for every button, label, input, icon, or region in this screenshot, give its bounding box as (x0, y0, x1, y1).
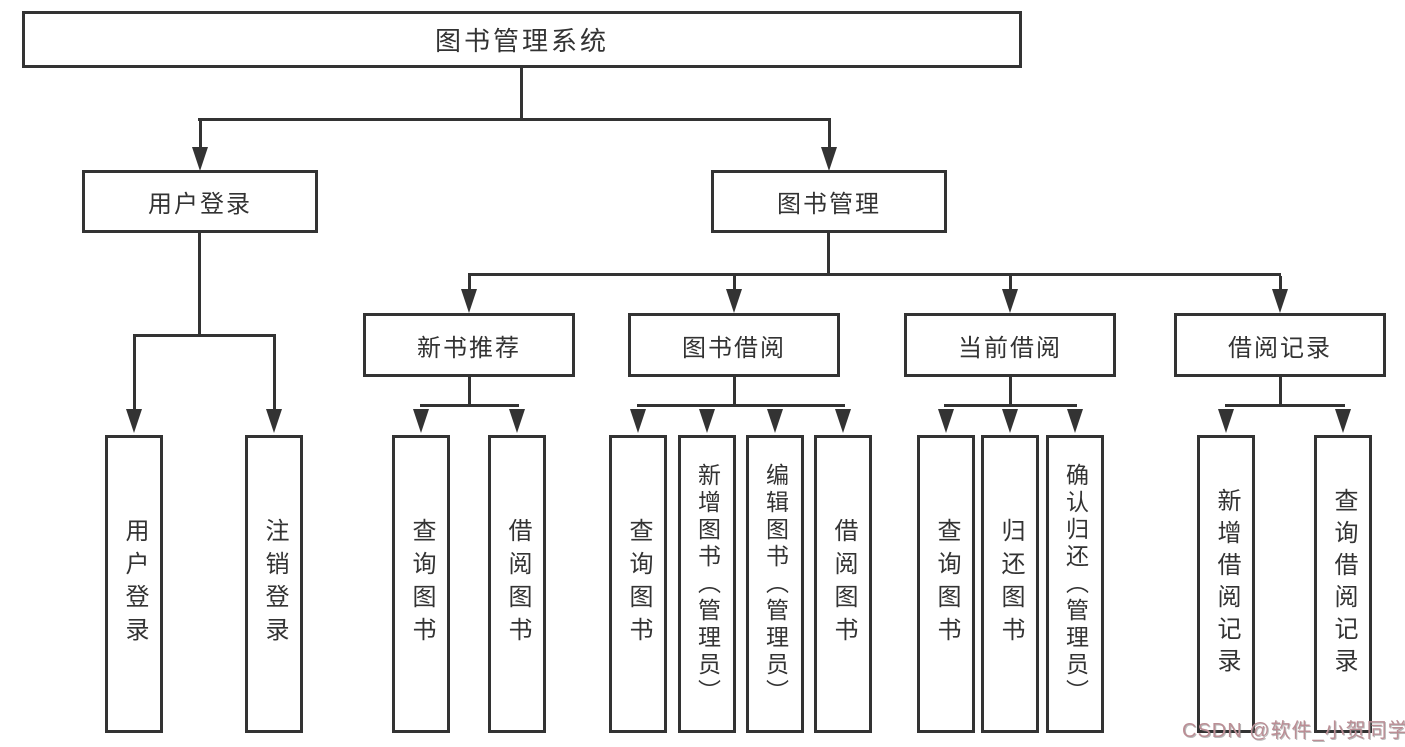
leaf-label: 确认归还（管理员） (1062, 462, 1089, 706)
leaf-label: 查询图书 (933, 518, 960, 650)
node-borrowing-records: 借阅记录 (1174, 313, 1386, 377)
connector-bar (420, 404, 519, 407)
arrow-down-icon (821, 147, 837, 171)
arrow-down-icon (126, 409, 142, 433)
leaf-logout: 注销登录 (245, 435, 303, 733)
arrow-down-icon (461, 289, 477, 313)
connector-line (273, 337, 276, 410)
leaf-return-books: 归还图书 (981, 435, 1039, 733)
connector-user-login-bar (133, 334, 276, 337)
arrow-down-icon (699, 409, 715, 433)
connector-line (733, 276, 736, 290)
csdn-watermark: CSDN @软件_小贺同学 (1182, 720, 1405, 742)
arrow-down-icon (266, 409, 282, 433)
leaf-query-books: 查询图书 (392, 435, 450, 733)
node-label: 图书管理 (777, 191, 881, 218)
connector-line (828, 121, 831, 148)
connector-bar (1225, 404, 1345, 407)
node-book-management: 图书管理 (711, 170, 947, 233)
arrow-down-icon (938, 409, 954, 433)
connector-stem (733, 377, 736, 407)
arrow-down-icon (1067, 409, 1083, 433)
leaf-label: 新增借阅记录 (1213, 488, 1240, 680)
connector-book-management-stem (827, 233, 830, 276)
connector-bar (637, 404, 845, 407)
leaf-label: 归还图书 (997, 518, 1024, 650)
leaf-query-books: 查询图书 (609, 435, 667, 733)
connector-stem (468, 377, 471, 407)
leaf-query-borrowing-record: 查询借阅记录 (1314, 435, 1372, 733)
node-new-book-recommendation: 新书推荐 (363, 313, 575, 377)
node-current-borrowing: 当前借阅 (904, 313, 1116, 377)
leaf-add-books-admin: 新增图书（管理员） (678, 435, 736, 733)
leaf-query-books: 查询图书 (917, 435, 975, 733)
arrow-down-icon (509, 409, 525, 433)
leaf-edit-books-admin: 编辑图书（管理员） (746, 435, 804, 733)
connector-line (133, 337, 136, 410)
arrow-down-icon (630, 409, 646, 433)
leaf-label: 借阅图书 (504, 518, 531, 650)
leaf-label: 查询图书 (625, 518, 652, 650)
connector-stem (1009, 377, 1012, 407)
leaf-label: 新增图书（管理员） (694, 462, 721, 706)
arrow-down-icon (1002, 289, 1018, 313)
leaf-user-login: 用户登录 (105, 435, 163, 733)
connector-line (1009, 276, 1012, 290)
leaf-borrow-books: 借阅图书 (488, 435, 546, 733)
leaf-confirm-return-admin: 确认归还（管理员） (1046, 435, 1104, 733)
connector-stem (1279, 377, 1282, 407)
leaf-borrow-books: 借阅图书 (814, 435, 872, 733)
arrow-down-icon (1272, 289, 1288, 313)
arrow-down-icon (1335, 409, 1351, 433)
connector-bar (944, 404, 1077, 407)
connector-user-login-stem (198, 233, 201, 337)
arrow-down-icon (767, 409, 783, 433)
node-label: 图书借阅 (682, 334, 786, 362)
leaf-add-borrowing-record: 新增借阅记录 (1197, 435, 1255, 733)
node-label: 用户登录 (148, 191, 252, 218)
node-label: 新书推荐 (417, 334, 521, 362)
connector-level1-bar (198, 118, 831, 121)
node-book-borrowing: 图书借阅 (628, 313, 840, 377)
arrow-down-icon (1218, 409, 1234, 433)
leaf-label: 注销登录 (261, 518, 288, 650)
node-label: 借阅记录 (1228, 334, 1332, 362)
node-user-login: 用户登录 (82, 170, 318, 233)
leaf-label: 借阅图书 (830, 518, 857, 650)
connector-level3-bar (468, 273, 1281, 276)
arrow-down-icon (726, 289, 742, 313)
leaf-label: 编辑图书（管理员） (762, 462, 789, 706)
leaf-label: 查询借阅记录 (1330, 488, 1357, 680)
node-label: 当前借阅 (958, 334, 1062, 362)
node-library-management-system: 图书管理系统 (22, 11, 1022, 68)
arrow-down-icon (192, 147, 208, 171)
node-label: 图书管理系统 (434, 26, 609, 56)
connector-line (1279, 276, 1282, 290)
connector-root-stem (520, 68, 523, 118)
leaf-label: 查询图书 (408, 518, 435, 650)
leaf-label: 用户登录 (121, 518, 148, 650)
arrow-down-icon (413, 409, 429, 433)
connector-line (468, 276, 471, 290)
arrow-down-icon (835, 409, 851, 433)
connector-line (199, 121, 202, 148)
arrow-down-icon (1002, 409, 1018, 433)
